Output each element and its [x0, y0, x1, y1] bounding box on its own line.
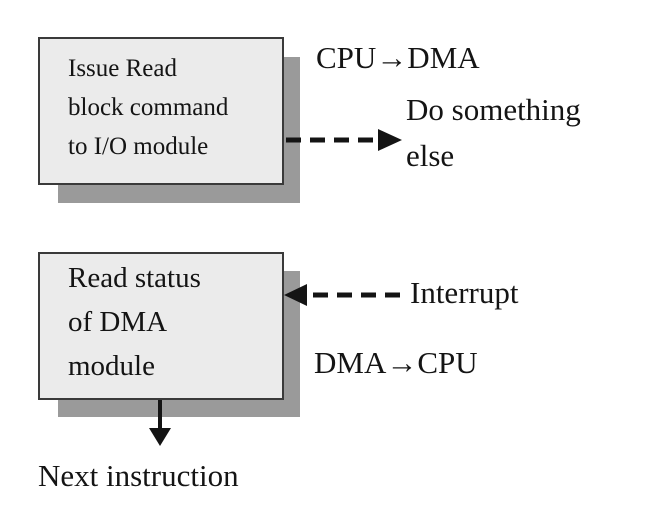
read-status-line-1: Read status [68, 262, 201, 294]
cpu-to-dma-label: CPU→DMA [316, 40, 480, 75]
next-instruction-label: Next instruction [38, 458, 239, 493]
solid-arrow-head-down [149, 428, 171, 446]
do-something-label: Do something [406, 92, 581, 127]
else-label: else [406, 138, 455, 173]
issue-read-line-1: Issue Read [68, 55, 177, 82]
dma-to-cpu-label: DMA→CPU [314, 345, 478, 380]
issue-read-line-2: block command [68, 94, 229, 121]
dashed-arrow-head-left [284, 284, 307, 306]
read-status-line-3: module [68, 350, 155, 382]
read-status-line-2: of DMA [68, 306, 168, 338]
interrupt-label: Interrupt [410, 275, 519, 310]
read-status-box: Read status of DMA module [38, 252, 284, 400]
issue-read-box: Issue Read block command to I/O module [38, 37, 284, 185]
issue-read-line-3: to I/O module [68, 133, 209, 160]
dashed-arrow-head-right [378, 129, 402, 151]
